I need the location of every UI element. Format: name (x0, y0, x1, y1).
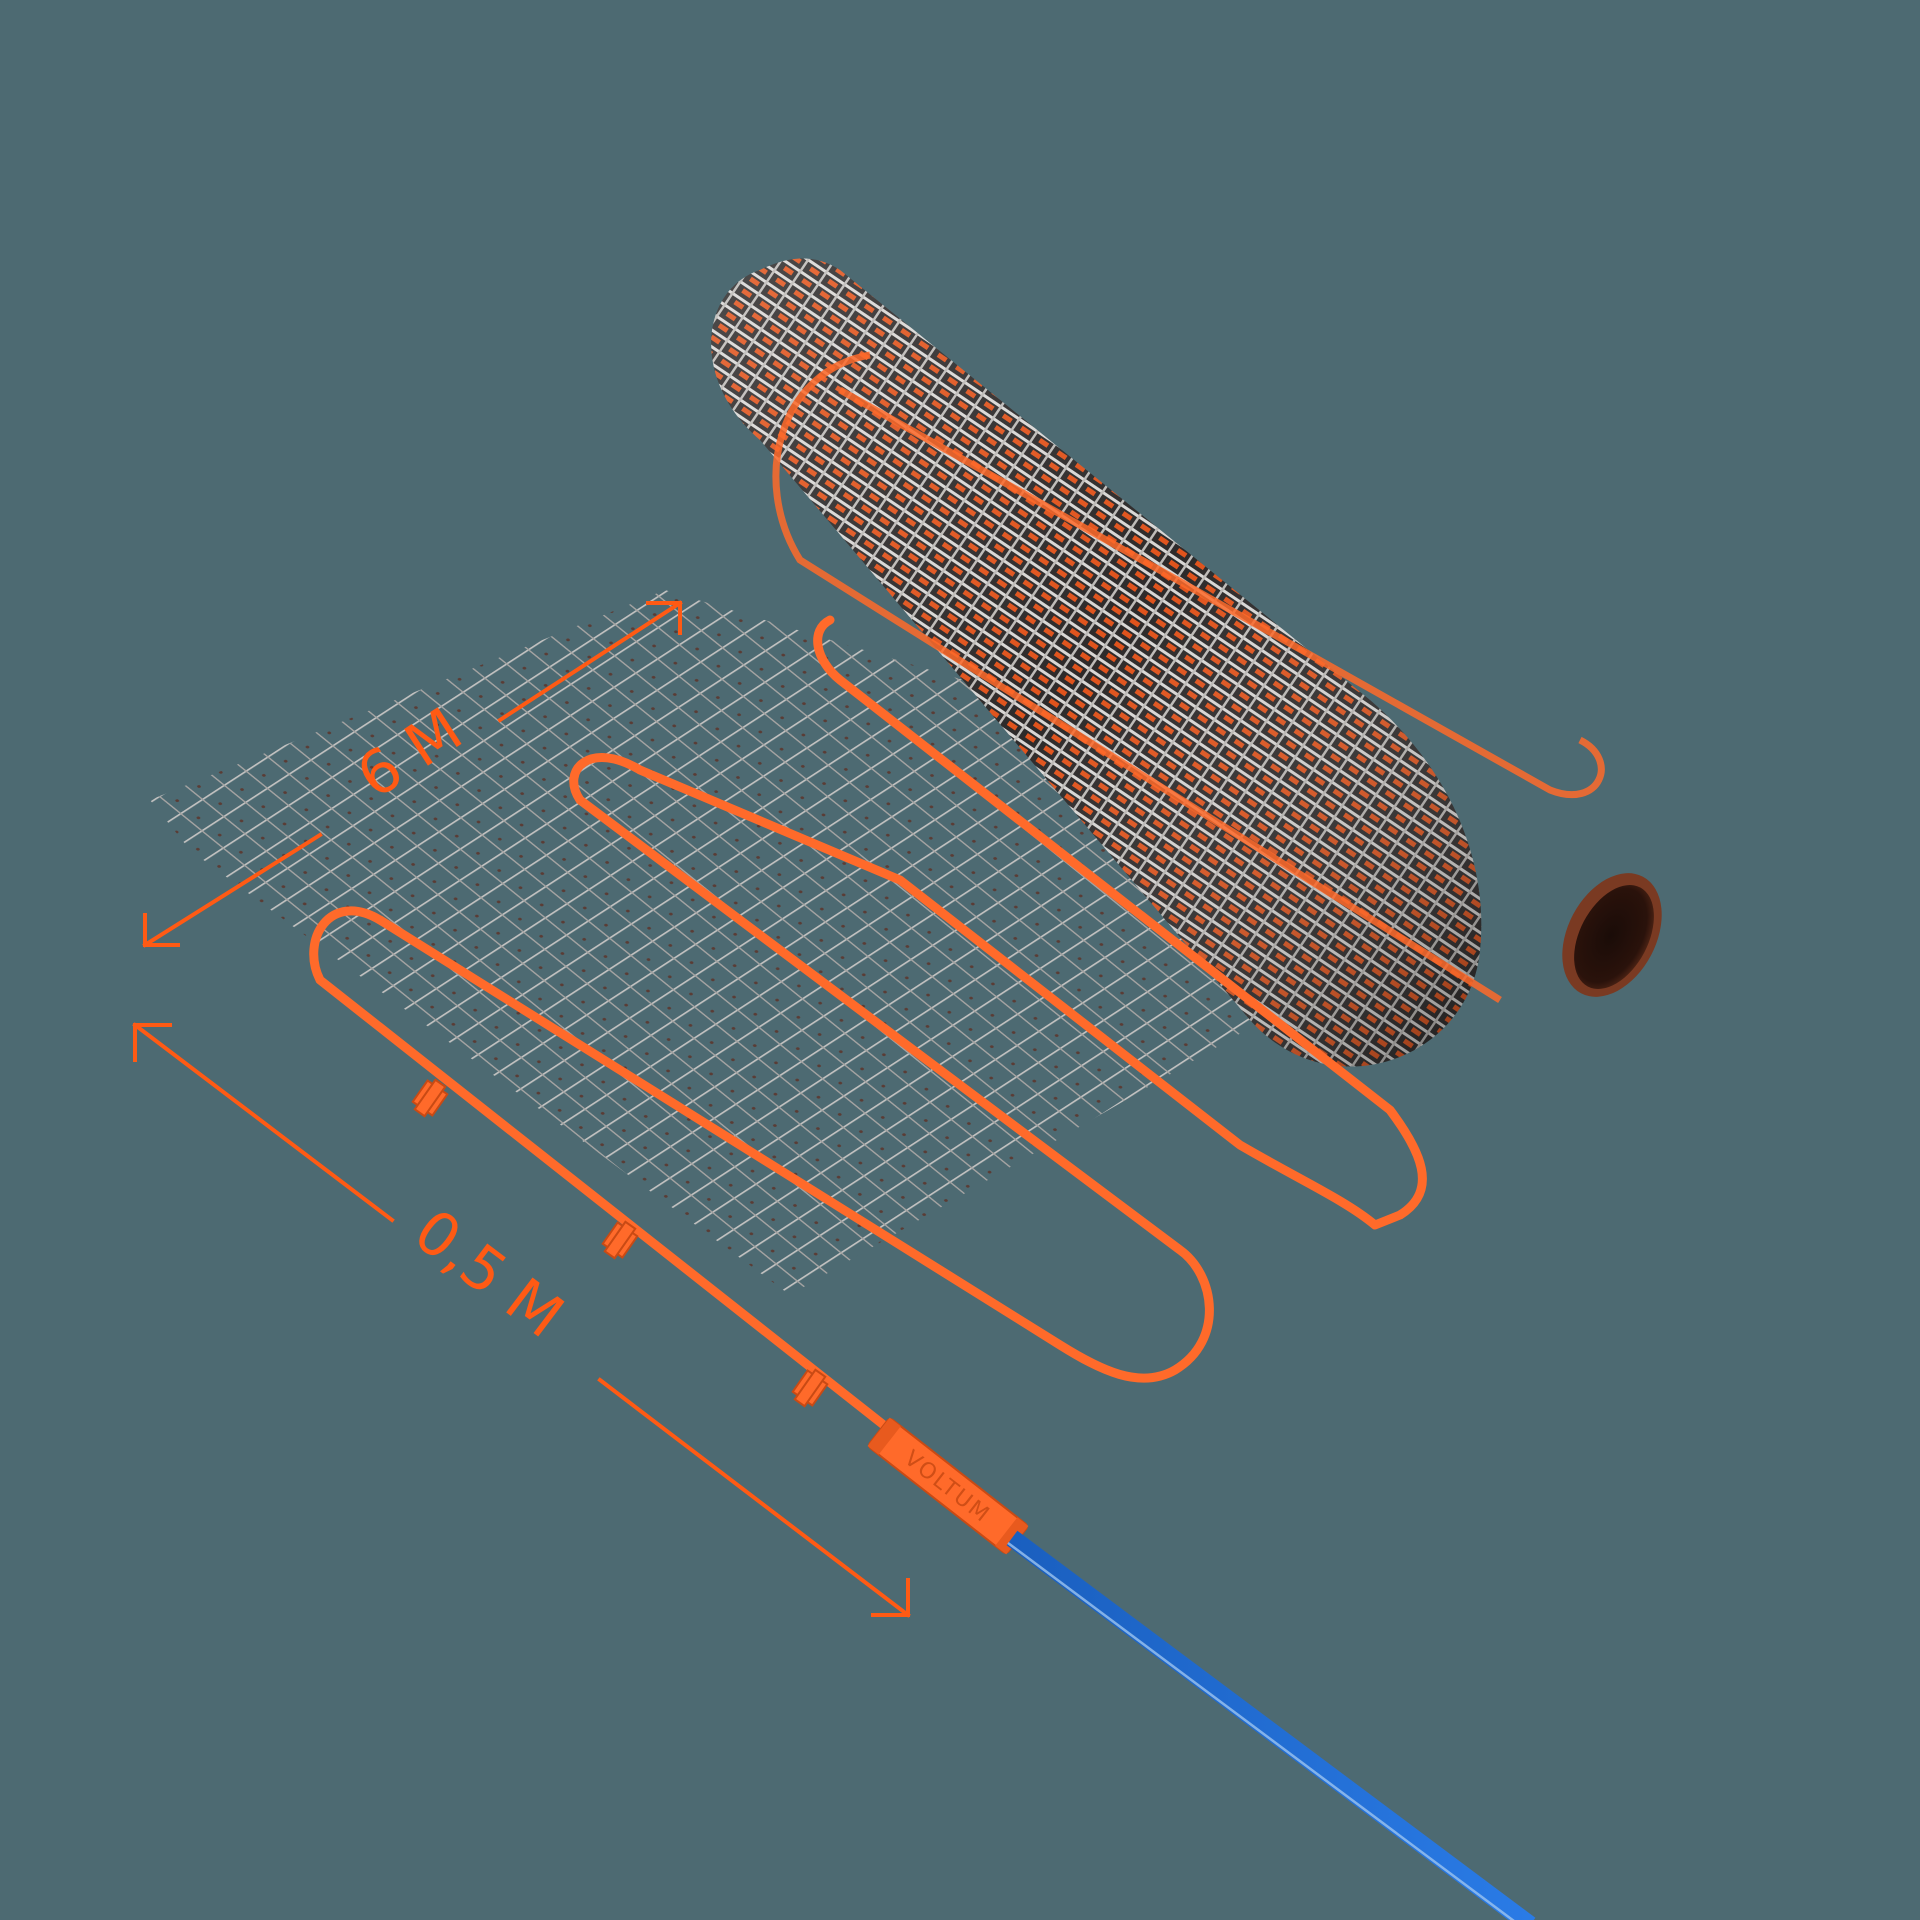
clip-1 (411, 1078, 449, 1118)
connector-brand-label: VOLTUM (899, 1446, 995, 1528)
length-arrow-line-lower (142, 832, 323, 948)
heating-cable (309, 615, 1427, 1435)
width-arrowhead-left (133, 1023, 172, 1062)
length-arrowhead-top (646, 601, 682, 635)
clip-3 (791, 1368, 829, 1408)
length-arrowhead-bottom (143, 913, 180, 947)
dimension-width (132, 1022, 911, 1618)
width-arrowhead-right (871, 1578, 910, 1617)
dimension-length (142, 600, 683, 948)
cable-connector: VOLTUM (867, 1417, 1029, 1555)
width-arrow-line-upper (132, 1022, 395, 1223)
cable-clips (411, 1078, 829, 1408)
clip-2 (601, 1220, 639, 1260)
width-arrow-line-lower (597, 1377, 911, 1618)
heating-cable-inner-loops (772, 351, 1605, 1003)
width-label: 0,5 M (401, 1196, 576, 1352)
length-arrow-line-upper (497, 600, 683, 723)
power-cable (1006, 1530, 1536, 1920)
